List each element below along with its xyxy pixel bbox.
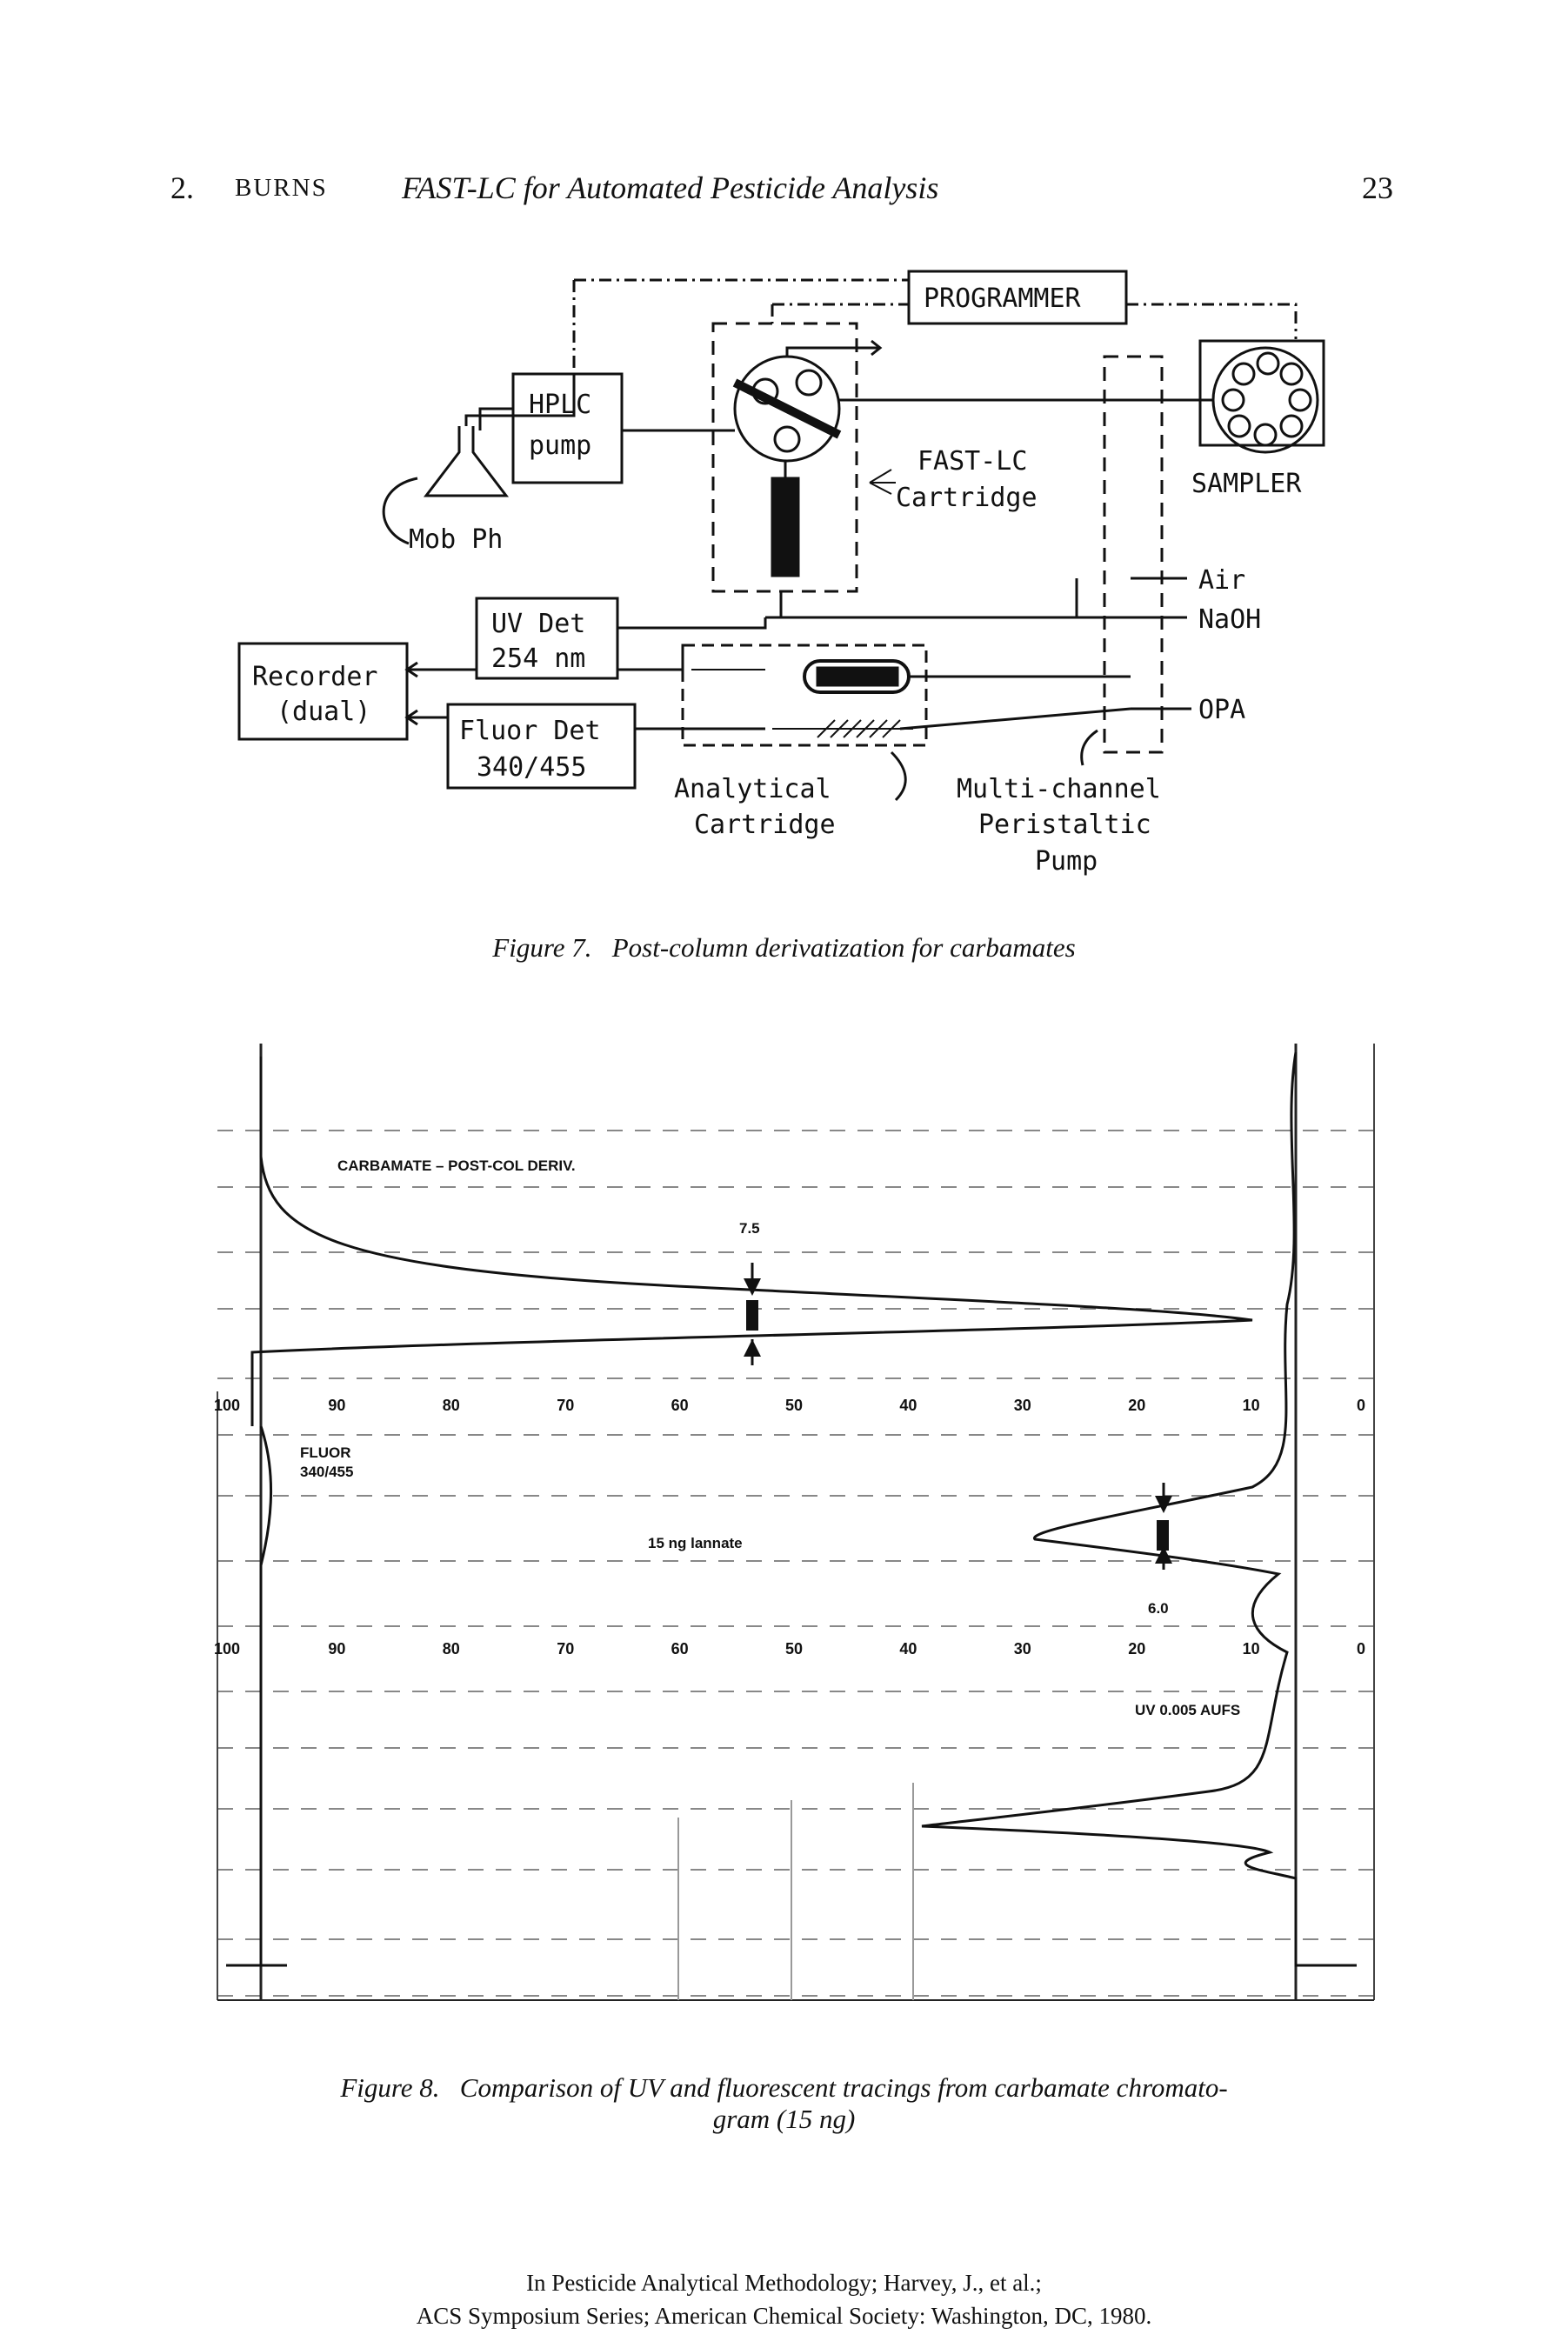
air-label: Air <box>1198 565 1245 596</box>
scale-top-tick-7: 30 <box>1014 1397 1031 1414</box>
footer-series: ACS Symposium Series; American Chemical … <box>416 2303 1152 2329</box>
peristaltic-label: Peristaltic <box>978 810 1151 840</box>
scale-top-tick-3: 70 <box>557 1397 574 1414</box>
uv-wavelength-label: 254 nm <box>491 644 585 674</box>
scale-top-tick-0: 100 <box>214 1397 240 1414</box>
fast-lc-cartridge <box>771 477 800 577</box>
fluor-detector-box <box>446 703 637 790</box>
chapter-number: 2. <box>170 170 194 205</box>
sampler-label: SAMPLER <box>1191 469 1302 499</box>
scale-bottom-tick-4: 60 <box>671 1640 689 1658</box>
multichannel-label: Multi-channel <box>957 774 1161 804</box>
sampler-wheel <box>1211 346 1319 454</box>
fluor-wavelength-value: 340/455 <box>300 1464 353 1480</box>
naoh-label: NaOH <box>1198 604 1261 635</box>
sample-label: 15 ng lannate <box>648 1535 743 1551</box>
scale-top-tick-1: 90 <box>328 1397 345 1414</box>
uv-aufs-label: UV 0.005 AUFS <box>1135 1702 1240 1718</box>
scale-top-tick-10: 0 <box>1357 1397 1365 1414</box>
uv-det-label: UV Det <box>491 609 585 639</box>
scale-top-tick-8: 20 <box>1128 1397 1145 1414</box>
opa-label: OPA <box>1198 695 1245 725</box>
figure7-schematic: PROGRAMMER HPLC pump Mob Ph FAST-LC Cart… <box>237 270 1325 877</box>
pump-label: pump <box>529 430 591 461</box>
scale-top-tick-5: 50 <box>785 1397 803 1414</box>
figure8-caption-line2: gram (15 ng) <box>712 2104 856 2134</box>
scale-bottom-tick-0: 100 <box>214 1640 240 1658</box>
fluor-label: FLUOR <box>300 1444 351 1461</box>
scale-top-tick-6: 40 <box>899 1397 917 1414</box>
author-name: BURNS <box>235 174 328 202</box>
uv-trace <box>921 1051 1357 1967</box>
hplc-label: HPLC <box>529 390 591 420</box>
scale-top-tick-9: 10 <box>1243 1397 1260 1414</box>
recorder-box <box>237 642 409 741</box>
uv-detector-box <box>475 597 619 680</box>
scale-top-tick-4: 60 <box>671 1397 689 1414</box>
recorder-label: Recorder <box>252 662 378 692</box>
figure7-caption-text: Post-column derivatization for carbamate… <box>611 932 1076 963</box>
figure7-caption: Figure 7. Post-column derivatization for… <box>0 932 1568 964</box>
figure8-chromatogram: CARBAMATE – POST-COL DERIV. 7.5 FLUOR 34… <box>214 1044 1375 2001</box>
fluor-wavelength-label: 340/455 <box>477 752 586 783</box>
mobile-phase-label: Mob Ph <box>409 524 503 555</box>
figure8-caption-line1: Figure 8. Comparison of UV and fluoresce… <box>0 2072 1568 2104</box>
fluorescence-trace <box>250 1057 1253 1426</box>
scale-bottom-tick-8: 20 <box>1128 1640 1145 1658</box>
analytical-cartridge-label: Cartridge <box>694 810 836 840</box>
programmer-box <box>907 270 1128 325</box>
page-number: 23 <box>1362 170 1393 205</box>
chromatogram-title: CARBAMATE – POST-COL DERIV. <box>337 1157 576 1174</box>
scale-bottom-tick-7: 30 <box>1014 1640 1031 1658</box>
scale-bottom-tick-10: 0 <box>1357 1640 1365 1658</box>
scale-bottom-tick-1: 90 <box>328 1640 345 1658</box>
hplc-pump-box <box>511 372 624 484</box>
figure8-caption-text: Comparison of UV and fluorescent tracing… <box>459 2072 1228 2103</box>
figure8-caption-label: Figure 8. <box>340 2072 440 2103</box>
fast-lc-cartridge-label: Cartridge <box>896 483 1038 513</box>
scale-bottom-tick-5: 50 <box>785 1640 803 1658</box>
figure7-caption-label: Figure 7. <box>492 932 592 963</box>
fluor-det-label: Fluor Det <box>459 716 601 746</box>
fast-lc-label: FAST-LC <box>917 446 1027 477</box>
footer-citation: In Pesticide Analytical Methodology; Har… <box>526 2270 1042 2296</box>
analytical-label: Analytical <box>674 774 831 804</box>
peak1-time-label: 7.5 <box>739 1220 760 1237</box>
programmer-label: PROGRAMMER <box>924 283 1082 314</box>
scale-bottom-tick-9: 10 <box>1243 1640 1260 1658</box>
pump-label-bottom: Pump <box>1035 846 1098 877</box>
scale-bottom-tick-6: 40 <box>899 1640 917 1658</box>
recorder-dual-label: (dual) <box>277 697 370 727</box>
figure8-caption: Figure 8. Comparison of UV and fluoresce… <box>0 2072 1568 2135</box>
scale-bottom-tick-2: 80 <box>443 1640 460 1658</box>
scale-bottom-tick-3: 70 <box>557 1640 574 1658</box>
peak2-time-label: 6.0 <box>1148 1600 1169 1617</box>
running-title: FAST-LC for Automated Pesticide Analysis <box>402 170 939 205</box>
scale-top-tick-2: 80 <box>443 1397 460 1414</box>
